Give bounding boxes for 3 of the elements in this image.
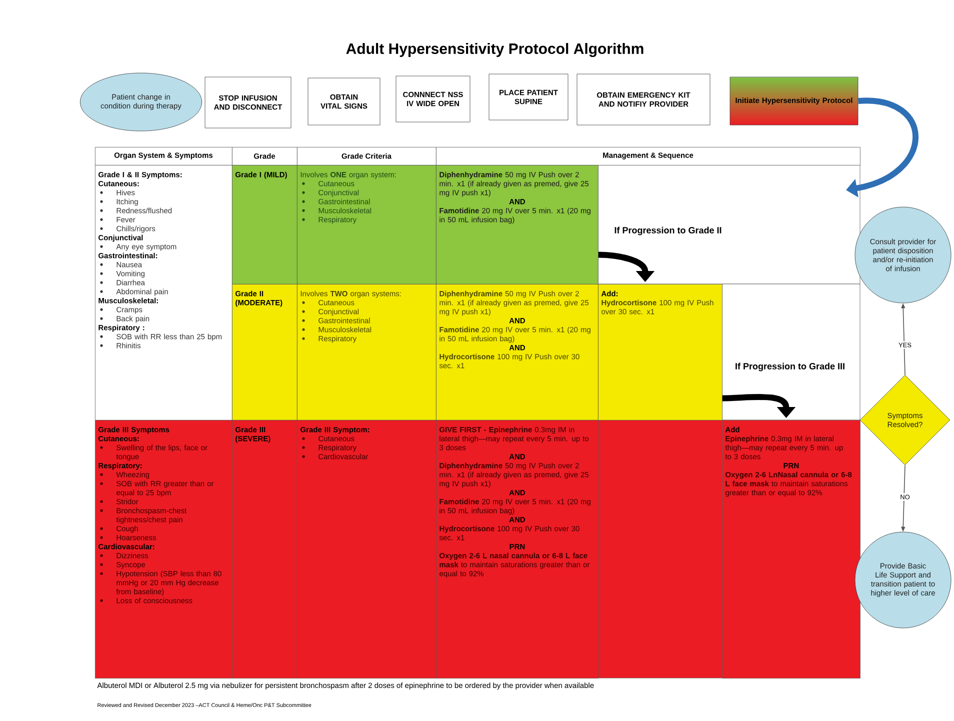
edge-label: If Progression to Grade II <box>612 225 724 237</box>
title: Adult Hypersensitivity Protocol Algorithm <box>346 42 644 58</box>
edge-label: If Progression to Grade III <box>734 361 847 373</box>
